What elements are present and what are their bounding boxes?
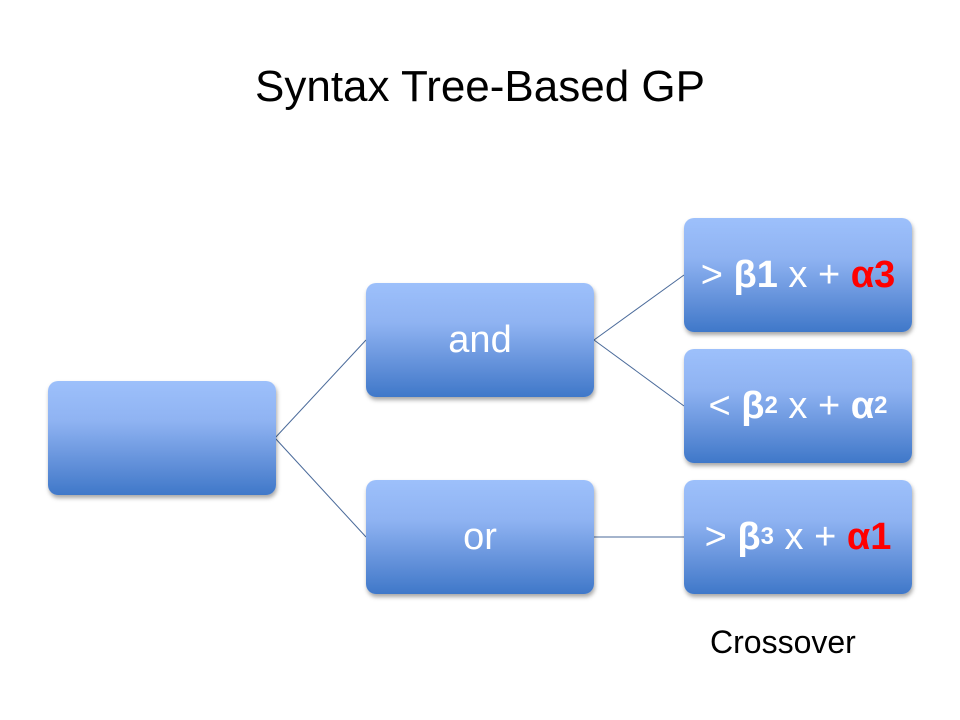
leaf-alpha: α — [850, 384, 875, 427]
leaf-mid: x + — [788, 384, 841, 427]
leaf-alpha: α1 — [846, 515, 892, 558]
leaf-beta: β — [741, 384, 765, 427]
leaf-op: > — [704, 515, 727, 558]
slide-title: Syntax Tree-Based GP — [255, 62, 705, 111]
leaf-mid: x + — [784, 515, 837, 558]
leaf-beta: β1 — [733, 253, 778, 296]
edge-and-leaf2 — [593, 339, 685, 407]
and-node: and — [366, 283, 594, 397]
edge-and-leaf1 — [593, 274, 685, 341]
leaf-alpha: α3 — [850, 253, 896, 296]
leaf-node-1: > β1 x + α3 — [684, 218, 912, 332]
or-label: or — [463, 515, 497, 558]
edge-root-or — [274, 437, 367, 538]
leaf-beta: β — [737, 515, 761, 558]
and-label: and — [448, 318, 512, 361]
edge-root-and — [274, 339, 367, 439]
leaf-mid: x + — [788, 253, 841, 296]
leaf-op: > — [700, 253, 723, 296]
or-node: or — [366, 480, 594, 594]
caption-crossover: Crossover — [710, 624, 856, 660]
root-node — [48, 381, 276, 495]
leaf-op: < — [708, 384, 731, 427]
